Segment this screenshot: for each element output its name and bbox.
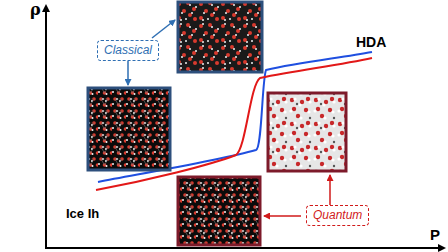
classical-tag: Classical xyxy=(97,40,159,61)
tag-text: Classical xyxy=(104,43,152,58)
phase-label: HDA xyxy=(356,34,386,50)
axis-label: ρ xyxy=(30,0,41,19)
tag-text: Quantum xyxy=(313,208,362,223)
axis-label: P xyxy=(430,226,440,243)
quantum-tag: Quantum xyxy=(306,205,369,226)
phase-label: Ice Ih xyxy=(66,206,99,221)
